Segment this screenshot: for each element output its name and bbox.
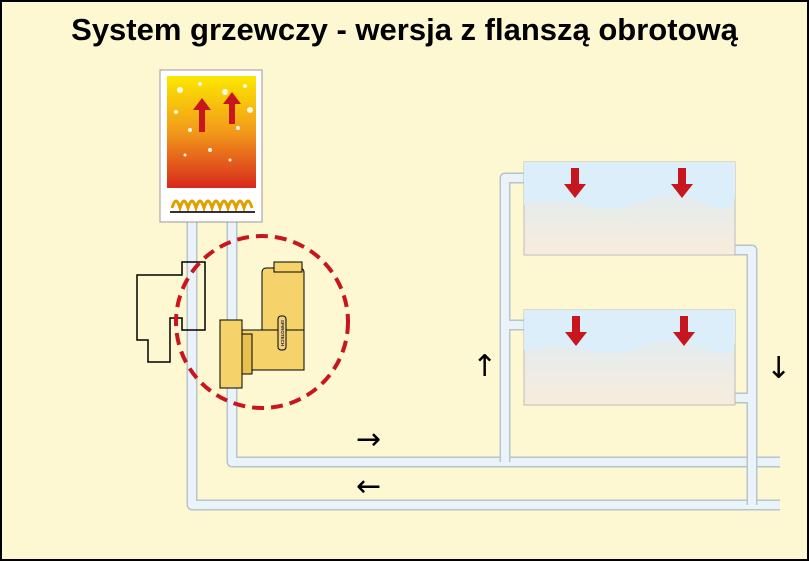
down-arrow-icon bbox=[673, 316, 695, 346]
highlight-circle bbox=[174, 234, 350, 410]
down-arrow-icon bbox=[671, 168, 693, 198]
radiator-bottom bbox=[523, 309, 736, 406]
dirt-separator-device bbox=[219, 261, 305, 389]
pump-outline bbox=[136, 261, 206, 363]
riser-flow-arrow-icon: ↑ bbox=[472, 349, 498, 384]
boiler bbox=[159, 69, 263, 223]
return-flow-arrow-icon: ← bbox=[356, 469, 382, 504]
device-logo-text: SPIROTECH bbox=[280, 320, 285, 346]
down-arrow-icon bbox=[564, 168, 586, 198]
page-title: System grzewczy - wersja z flanszą obrot… bbox=[71, 12, 738, 47]
down-arrow-icon bbox=[565, 316, 587, 346]
cooling-down-arrows bbox=[564, 168, 695, 346]
heat-up-arrow-icon bbox=[193, 92, 241, 132]
pipes bbox=[186, 172, 780, 511]
radiator-top bbox=[523, 161, 736, 256]
downcomer-flow-arrow-icon: ↓ bbox=[766, 351, 792, 386]
flame-icon bbox=[170, 199, 254, 214]
supply-flow-arrow-icon: → bbox=[356, 422, 382, 457]
